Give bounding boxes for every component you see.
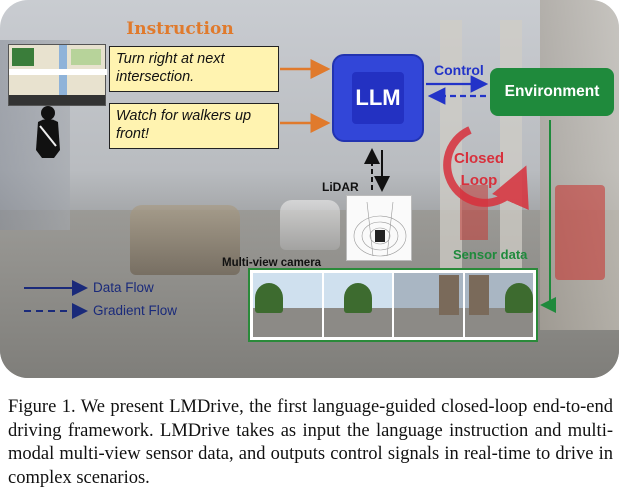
navigation-map-icon — [8, 44, 107, 106]
camera-view-3 — [394, 273, 463, 337]
instruction-title: Instruction — [126, 19, 234, 39]
environment-box: Environment — [490, 68, 614, 116]
lidar-label: LiDAR — [322, 180, 359, 194]
lidar-point-cloud-icon — [346, 195, 412, 261]
car-mid — [280, 200, 340, 250]
instruction-box-2: Watch for walkers up front! — [109, 103, 279, 149]
multiview-camera-label: Multi-view camera — [222, 257, 322, 269]
seated-driver-icon — [36, 106, 60, 158]
closed-loop-label: Closed Loop — [453, 150, 504, 189]
figure-caption: Figure 1. We present LMDrive, the first … — [8, 397, 613, 488]
camera-view-1 — [253, 273, 322, 337]
car-left — [130, 205, 240, 275]
connector-overlay — [24, 59, 556, 319]
camera-view-2 — [323, 273, 392, 337]
diagram-panel: Instruction Turn right at next intersect… — [0, 0, 619, 378]
vending-machine — [555, 185, 605, 280]
sensor-data-path — [540, 120, 556, 313]
llm-chip-icon: LLM — [332, 54, 424, 142]
closed-loop-arrow — [443, 126, 529, 211]
instruction-box-1: Turn right at next intersection. — [109, 46, 279, 92]
legend-data-flow: Data Flow — [93, 280, 154, 295]
llm-label: LLM — [355, 85, 401, 110]
control-label: Control — [434, 62, 484, 78]
multiview-camera-strip — [248, 268, 538, 342]
sensor-data-label: Sensor data — [453, 247, 528, 262]
camera-view-4 — [464, 273, 533, 337]
legend-gradient-flow: Gradient Flow — [93, 303, 178, 318]
